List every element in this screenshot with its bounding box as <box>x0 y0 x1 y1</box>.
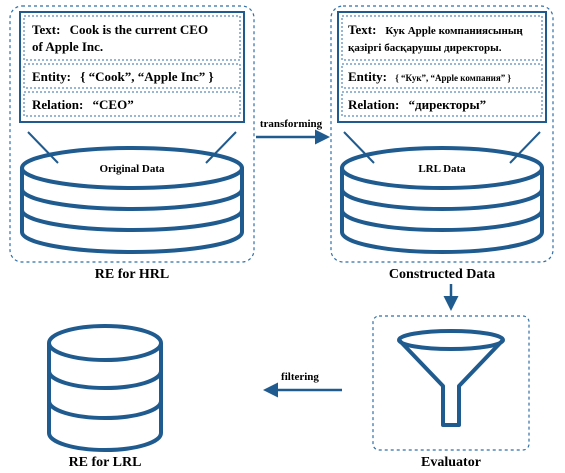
right-database-icon <box>340 146 544 254</box>
right-text-box <box>341 15 543 61</box>
transform-arrow: transforming <box>256 118 330 145</box>
left-text-value: Cook is the current CEO <box>70 22 208 37</box>
left-connector-left <box>27 131 59 164</box>
bottom-database-icon <box>47 324 163 452</box>
left-entity-prefix: Entity: <box>32 69 71 84</box>
left-text-prefix: Text: <box>32 22 60 37</box>
right-entity-value: { “Кук”, “Apple компания” } <box>395 73 511 83</box>
right-panel: Text: Кук Apple компаниясының қазіргі ба… <box>330 5 554 282</box>
left-entity-box <box>23 63 241 89</box>
right-relation-prefix: Relation: <box>348 97 399 112</box>
left-db-label: Original Data <box>99 163 165 175</box>
bottom-database: RE for LRL <box>47 324 163 470</box>
right-entity-box <box>341 63 543 89</box>
left-relation-prefix: Relation: <box>32 97 83 112</box>
right-db-label: LRL Data <box>418 163 466 175</box>
left-text-box <box>23 15 241 61</box>
left-text-line2: of Apple Inc. <box>32 39 103 54</box>
left-caption: RE for HRL <box>95 267 169 282</box>
right-caption: Constructed Data <box>389 267 495 282</box>
filter-label: filtering <box>281 371 319 383</box>
right-relation-line: Relation: “директоры” <box>348 97 486 112</box>
evaluator-border <box>372 315 530 451</box>
left-info-card <box>19 11 245 123</box>
right-connector-left <box>343 131 375 164</box>
right-entity-line: Entity: { “Кук”, “Apple компания” } <box>348 69 511 84</box>
right-text-line1: Text: Кук Apple компаниясының <box>348 22 523 37</box>
left-text-line1: Text: Cook is the current CEO <box>32 22 208 37</box>
right-panel-border <box>330 5 554 263</box>
left-entity-line: Entity: { “Cook”, “Apple Inc” } <box>32 69 214 84</box>
transform-label: transforming <box>260 118 323 130</box>
right-info-card <box>337 11 547 123</box>
right-relation-box <box>341 91 543 117</box>
funnel-icon <box>397 329 505 427</box>
evaluator-panel: Evaluator <box>372 315 530 470</box>
left-panel: Text: Cook is the current CEO of Apple I… <box>9 5 255 282</box>
filter-arrow: filtering <box>263 371 342 398</box>
left-entity-value: { “Cook”, “Apple Inc” } <box>80 69 213 84</box>
right-relation-value: “директоры” <box>409 97 487 112</box>
evaluator-caption: Evaluator <box>421 455 481 470</box>
left-panel-border <box>9 5 255 263</box>
left-connector-right <box>205 131 237 164</box>
bottom-caption: RE for LRL <box>69 455 142 470</box>
right-text-value: Кук Apple компаниясының <box>385 25 523 37</box>
right-entity-prefix: Entity: <box>348 69 387 84</box>
right-connector-right <box>509 131 541 164</box>
right-text-line2: қазіргі басқарушы директоры. <box>348 42 502 54</box>
left-relation-line: Relation: “CEO” <box>32 97 134 112</box>
left-database-icon <box>20 146 244 254</box>
right-text-prefix: Text: <box>348 22 376 37</box>
left-relation-box <box>23 91 241 117</box>
left-relation-value: “CEO” <box>93 97 134 112</box>
